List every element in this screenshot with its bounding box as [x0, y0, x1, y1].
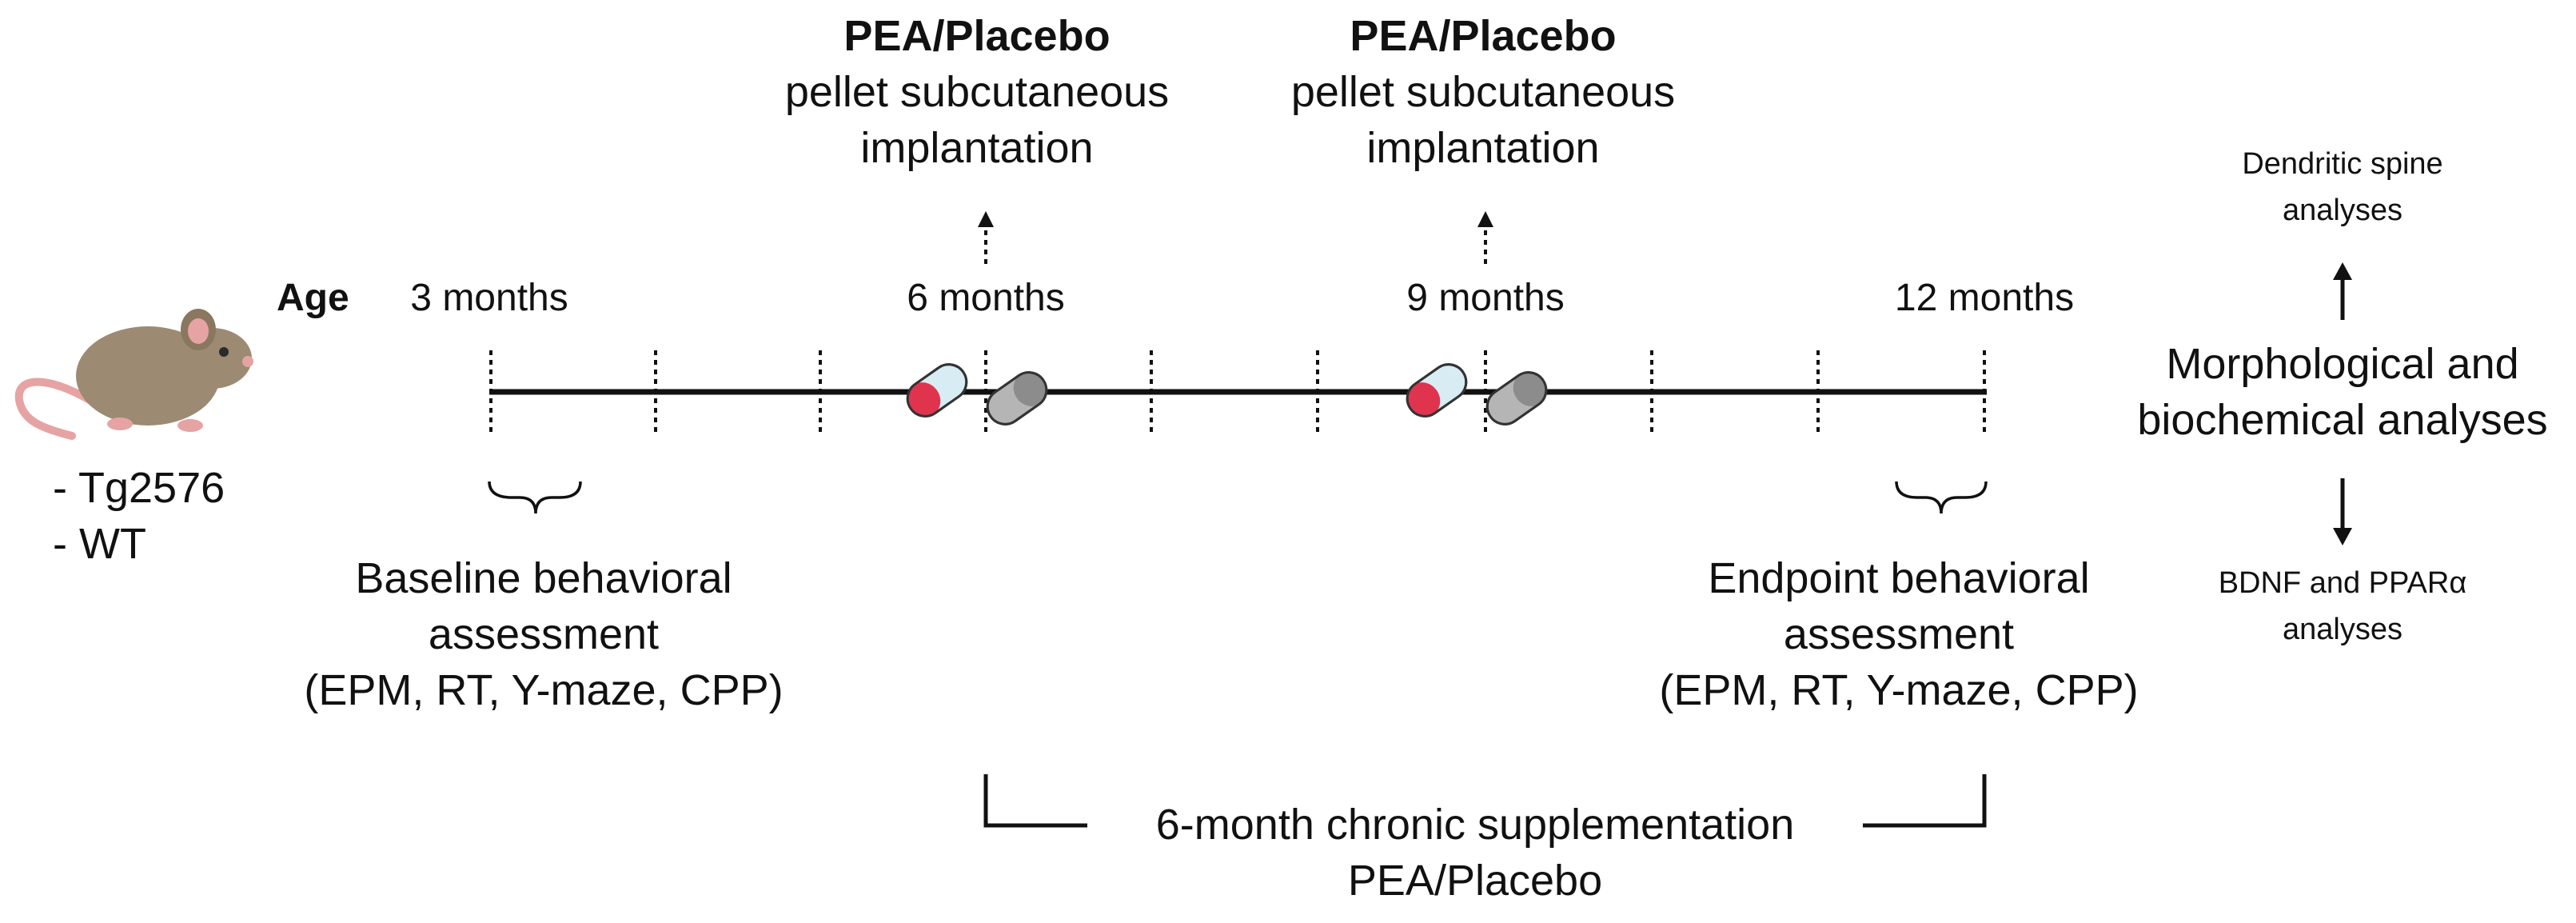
dendritic-spine-line1: Dendritic spine	[2242, 147, 2443, 181]
bdnf-line1: BDNF and PPARα	[2218, 566, 2467, 600]
baseline-line3: (EPM, RT, Y-maze, CPP)	[304, 666, 784, 714]
supplementation-bracket	[983, 774, 1987, 828]
baseline-line2: assessment	[428, 610, 660, 658]
capsule-icon	[1406, 363, 1468, 418]
capsule-icon	[906, 363, 968, 418]
dendritic-spine-line2: analyses	[2283, 194, 2403, 227]
group-label-tg2576: - Tg2576	[53, 464, 225, 512]
implantation-label-6-months: PEA/Placebo pellet subcutaneous implanta…	[785, 8, 1169, 176]
implantation-title: PEA/Placebo	[1350, 12, 1617, 60]
supplementation-label: 6-month chronic supplementation PEA/Plac…	[1156, 797, 1794, 909]
capsule-icon	[1485, 371, 1548, 426]
age-6-months: 6 months	[907, 277, 1065, 319]
supplementation-line2: PEA/Placebo	[1347, 857, 1603, 905]
implantation-line1: pellet subcutaneous	[784, 68, 1170, 116]
implantation-title: PEA/Placebo	[843, 12, 1111, 60]
endpoint-line2: assessment	[1783, 610, 2015, 658]
implantation-line2: implantation	[1366, 124, 1600, 172]
implantation-label-9-months: PEA/Placebo pellet subcutaneous implanta…	[1291, 8, 1675, 176]
implantation-line1: pellet subcutaneous	[1290, 68, 1676, 116]
baseline-line1: Baseline behavioral	[355, 554, 732, 602]
timeline-ticks	[489, 350, 1986, 432]
age-12-months: 12 months	[1894, 277, 2075, 319]
capsule-icon	[986, 371, 1048, 426]
bdnf-ppar-label: BDNF and PPARα analyses	[2219, 560, 2467, 653]
group-label-wt: - WT	[53, 520, 146, 568]
bdnf-line2: analyses	[2283, 613, 2403, 646]
implantation-arrows	[978, 211, 1493, 264]
endpoint-line3: (EPM, RT, Y-maze, CPP)	[1659, 666, 2139, 714]
morphological-line2: biochemical analyses	[2137, 396, 2548, 444]
age-label: Age	[277, 277, 349, 319]
endpoint-brace	[1895, 481, 1988, 514]
implantation-line2: implantation	[860, 124, 1094, 172]
baseline-brace	[488, 481, 582, 514]
baseline-assessment-label: Baseline behavioral assessment (EPM, RT,…	[304, 550, 783, 718]
analysis-arrows	[2333, 262, 2352, 545]
supplementation-line1: 6-month chronic supplementation	[1155, 801, 1795, 849]
morphological-line1: Morphological and	[2166, 340, 2519, 388]
endpoint-assessment-label: Endpoint behavioral assessment (EPM, RT,…	[1659, 550, 2138, 718]
dendritic-spine-label: Dendritic spine analyses	[2242, 141, 2442, 234]
mouse-icon	[14, 309, 253, 440]
age-9-months: 9 months	[1406, 277, 1565, 319]
age-3-months: 3 months	[410, 277, 568, 319]
morphological-analyses-label: Morphological and biochemical analyses	[2137, 336, 2547, 448]
endpoint-line1: Endpoint behavioral	[1708, 554, 2090, 602]
